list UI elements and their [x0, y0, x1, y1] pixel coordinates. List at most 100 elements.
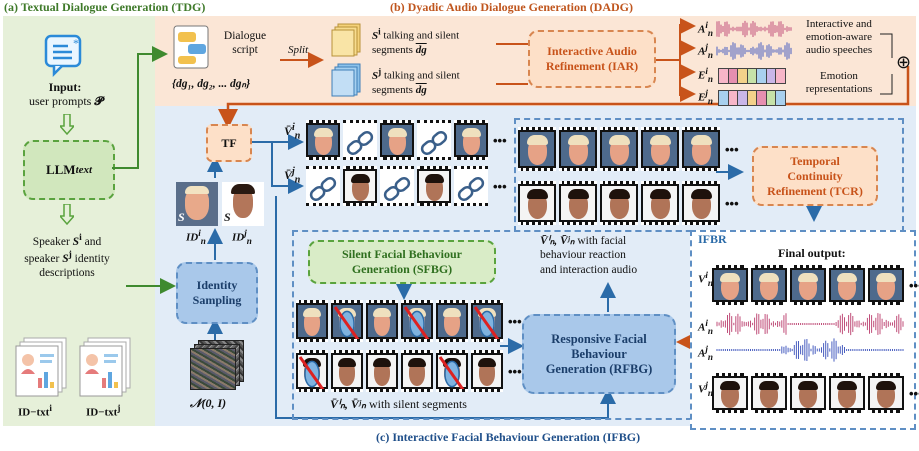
audio-j-label: Ajn [698, 42, 713, 60]
audio-waveform-j [716, 42, 792, 60]
face-frame-speaker-j [343, 166, 377, 206]
final-output-label: Final output: [778, 246, 846, 260]
face-frame-speaker-i [751, 265, 787, 305]
face-frame-speaker-j [331, 350, 363, 392]
final-v-j-label: Vjn [698, 380, 713, 398]
face-frame-speaker-j [712, 373, 748, 413]
audio-desc: Interactive and emotion-aware audio spee… [805, 18, 873, 57]
down-arrow-1 [60, 114, 74, 136]
id-j-label: IDjn [232, 228, 252, 246]
face-frame-speaker-j [600, 181, 638, 225]
emotion-desc: Emotion representations [805, 70, 873, 96]
final-a-i-label: Ain [698, 318, 713, 336]
face-frame-speaker-j [790, 373, 826, 413]
film-strip-silent-i: ••• [296, 298, 522, 344]
ellipsis: ••• [909, 385, 919, 401]
face-frame-speaker-j [751, 373, 787, 413]
emotion-bar-i [718, 68, 786, 84]
id-i-label: IDin [186, 228, 206, 246]
audio-waveform-i [716, 20, 792, 38]
dialogue-script-label: Dialogue script [223, 30, 267, 56]
final-a-j-label: Ajn [698, 344, 713, 362]
face-frame-speaker-i [641, 127, 679, 171]
face-frame-speaker-i [559, 127, 597, 171]
ellipsis: ••• [493, 178, 507, 194]
face-frame-speaker-j [401, 350, 433, 392]
face-frame-speaker-j [471, 350, 503, 392]
face-frame-speaker-i [436, 300, 468, 342]
face-frame-speaker-j [417, 166, 451, 206]
face-frame-speaker-i [401, 300, 433, 342]
audio-i-label: Ain [698, 20, 713, 38]
segments-j-label: Sj talking and silent segments dg [372, 66, 460, 96]
link-chain-icon [417, 120, 451, 160]
face-frame-speaker-j [518, 181, 556, 225]
final-waveform-j [716, 338, 904, 362]
reaction-caption: V̄ⁱₙ, V̄ʲₙ with facial behaviour reactio… [540, 235, 638, 276]
face-frame-speaker-i [518, 127, 556, 171]
film-strip-silent-j: ••• [296, 348, 522, 394]
id-card-j-icon [79, 337, 131, 397]
face-frame-speaker-i [868, 265, 904, 305]
face-frame-speaker-i [600, 127, 638, 171]
vbar-j-label: V̄jn [284, 166, 301, 186]
noise-label: 𝒩(0, I) [190, 396, 227, 410]
face-frame-speaker-j [296, 350, 328, 392]
noise-image-stack [190, 340, 244, 392]
identity-sampling-box: Identity Sampling [176, 262, 258, 324]
face-frame-speaker-j [868, 373, 904, 413]
muted-mic-icon [331, 303, 363, 339]
face-frame-speaker-j [641, 181, 679, 225]
film-strip-refined-j: ••• [518, 178, 739, 228]
iar-box: Interactive Audio Refinement (IAR) [528, 30, 656, 88]
input-label: Input: [48, 80, 82, 94]
link-chain-icon [343, 120, 377, 160]
svg-text:*: * [73, 36, 79, 50]
tcr-box: Temporal Continuity Refinement (TCR) [752, 146, 878, 206]
dadg-title: (b) Dyadic Audio Dialogue Generation (DA… [390, 0, 633, 14]
id-face-i: S [176, 182, 218, 226]
link-chain-icon [454, 166, 488, 206]
ifbr-label: IFBR [698, 232, 727, 246]
final-waveform-i [716, 312, 904, 336]
input-desc: user prompts 𝓟 [29, 94, 103, 108]
down-arrow-2 [60, 204, 74, 226]
face-frame-speaker-i [380, 120, 414, 160]
final-v-i-label: Vin [698, 270, 713, 288]
face-frame-speaker-i [682, 127, 720, 171]
segments-i-icon [331, 23, 361, 57]
ellipsis: ••• [725, 195, 739, 211]
id-txt-j-label: ID−txtj [86, 403, 121, 419]
segments-j-icon [331, 63, 361, 97]
emotion-bar-j [718, 90, 786, 106]
face-frame-speaker-i [829, 265, 865, 305]
id-card-i-icon [15, 337, 67, 397]
face-frame-speaker-j [366, 350, 398, 392]
id-face-j: S [222, 182, 264, 226]
ellipsis: ••• [909, 277, 919, 293]
face-frame-speaker-j [436, 350, 468, 392]
ellipsis: ••• [493, 132, 507, 148]
film-strip-vbar-i: ••• [306, 118, 507, 162]
muted-mic-icon [471, 303, 503, 339]
face-frame-speaker-j [829, 373, 865, 413]
face-frame-speaker-i [454, 120, 488, 160]
film-strip-final-j: ••• [712, 372, 919, 414]
ellipsis: ••• [508, 363, 522, 379]
segments-i-label: Si talking and silent segments dg [372, 26, 460, 56]
emotion-i-label: Ein [698, 66, 713, 84]
muted-mic-icon [436, 353, 468, 389]
oplus-symbol: ⊕ [896, 52, 912, 72]
muted-mic-icon [401, 303, 433, 339]
silent-caption: V̄ⁱₙ, V̄ʲₙ with silent segments [330, 397, 467, 411]
dialogue-script-icon [173, 25, 209, 69]
vbar-i-label: V̄in [284, 122, 301, 142]
film-strip-vbar-j: ••• [306, 164, 507, 208]
face-frame-speaker-j [682, 181, 720, 225]
face-frame-speaker-i [790, 265, 826, 305]
face-frame-speaker-i [296, 300, 328, 342]
face-frame-speaker-i [366, 300, 398, 342]
link-chain-icon [380, 166, 414, 206]
split-label: Split [288, 44, 309, 56]
link-chain-icon [306, 166, 340, 206]
